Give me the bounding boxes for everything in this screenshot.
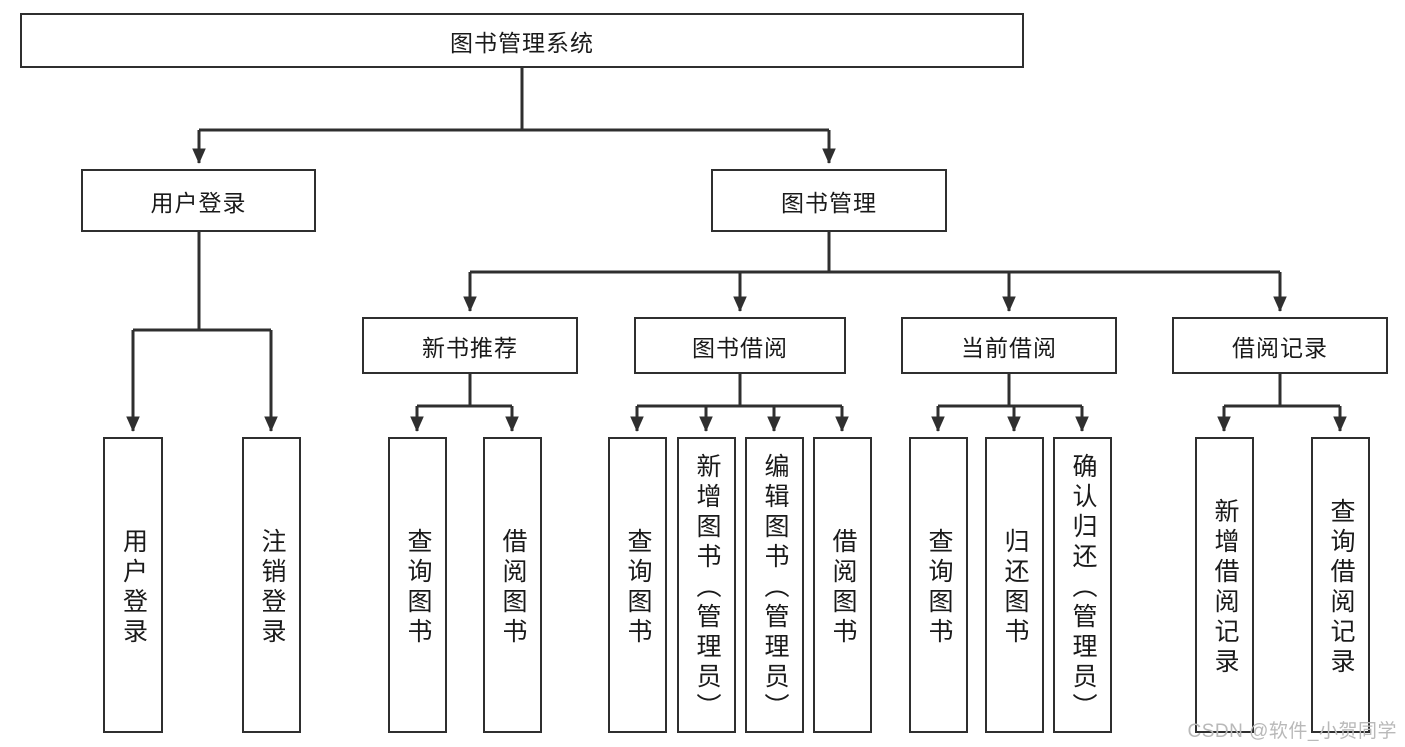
- node-leaf-recommend-query-book[interactable]: 查询图书: [388, 437, 447, 733]
- node-leaf-borrow-edit-book[interactable]: 编辑图书（管理员）: [745, 437, 804, 733]
- leaf-label: 编辑图书（管理员）: [761, 453, 789, 723]
- node-new-book-recommend-label: 新书推荐: [422, 334, 518, 361]
- node-user-login[interactable]: 用户登录: [81, 169, 316, 232]
- node-root[interactable]: 图书管理系统: [20, 13, 1024, 68]
- node-book-management-label: 图书管理: [781, 189, 877, 216]
- node-current-borrow[interactable]: 当前借阅: [901, 317, 1117, 374]
- node-book-management[interactable]: 图书管理: [711, 169, 947, 232]
- node-new-book-recommend[interactable]: 新书推荐: [362, 317, 578, 374]
- leaf-label: 用户登录: [119, 528, 148, 648]
- node-leaf-user-login-login[interactable]: 用户登录: [103, 437, 163, 733]
- node-borrow-record-label: 借阅记录: [1232, 334, 1328, 361]
- leaf-label: 借阅图书: [829, 528, 857, 648]
- node-current-borrow-label: 当前借阅: [961, 334, 1057, 361]
- leaf-label: 借阅图书: [499, 528, 527, 648]
- leaf-label: 注销登录: [258, 528, 286, 648]
- node-book-borrow[interactable]: 图书借阅: [634, 317, 846, 374]
- node-leaf-record-add-record[interactable]: 新增借阅记录: [1195, 437, 1254, 733]
- node-leaf-current-return-book[interactable]: 归还图书: [985, 437, 1044, 733]
- leaf-label: 新增图书（管理员）: [693, 453, 721, 723]
- leaf-label: 查询图书: [925, 528, 953, 648]
- node-leaf-borrow-add-book[interactable]: 新增图书（管理员）: [677, 437, 736, 733]
- leaf-label: 查询借阅记录: [1327, 498, 1355, 678]
- node-leaf-borrow-borrow-book[interactable]: 借阅图书: [813, 437, 872, 733]
- node-root-label: 图书管理系统: [450, 29, 594, 56]
- node-leaf-current-query-book[interactable]: 查询图书: [909, 437, 968, 733]
- node-leaf-user-login-logout[interactable]: 注销登录: [242, 437, 301, 733]
- node-leaf-recommend-borrow-book[interactable]: 借阅图书: [483, 437, 542, 733]
- node-book-borrow-label: 图书借阅: [692, 334, 788, 361]
- leaf-label: 新增借阅记录: [1211, 498, 1239, 678]
- node-leaf-current-confirm-return[interactable]: 确认归还（管理员）: [1053, 437, 1112, 733]
- leaf-label: 查询图书: [404, 528, 432, 648]
- watermark: CSDN @软件_小贺同学: [1187, 721, 1397, 742]
- node-user-login-label: 用户登录: [150, 189, 247, 216]
- node-leaf-borrow-query-book[interactable]: 查询图书: [608, 437, 667, 733]
- node-leaf-record-query-record[interactable]: 查询借阅记录: [1311, 437, 1370, 733]
- leaf-label: 归还图书: [1001, 528, 1029, 648]
- leaf-label: 确认归还（管理员）: [1069, 453, 1097, 723]
- leaf-label: 查询图书: [624, 528, 652, 648]
- node-borrow-record[interactable]: 借阅记录: [1172, 317, 1388, 374]
